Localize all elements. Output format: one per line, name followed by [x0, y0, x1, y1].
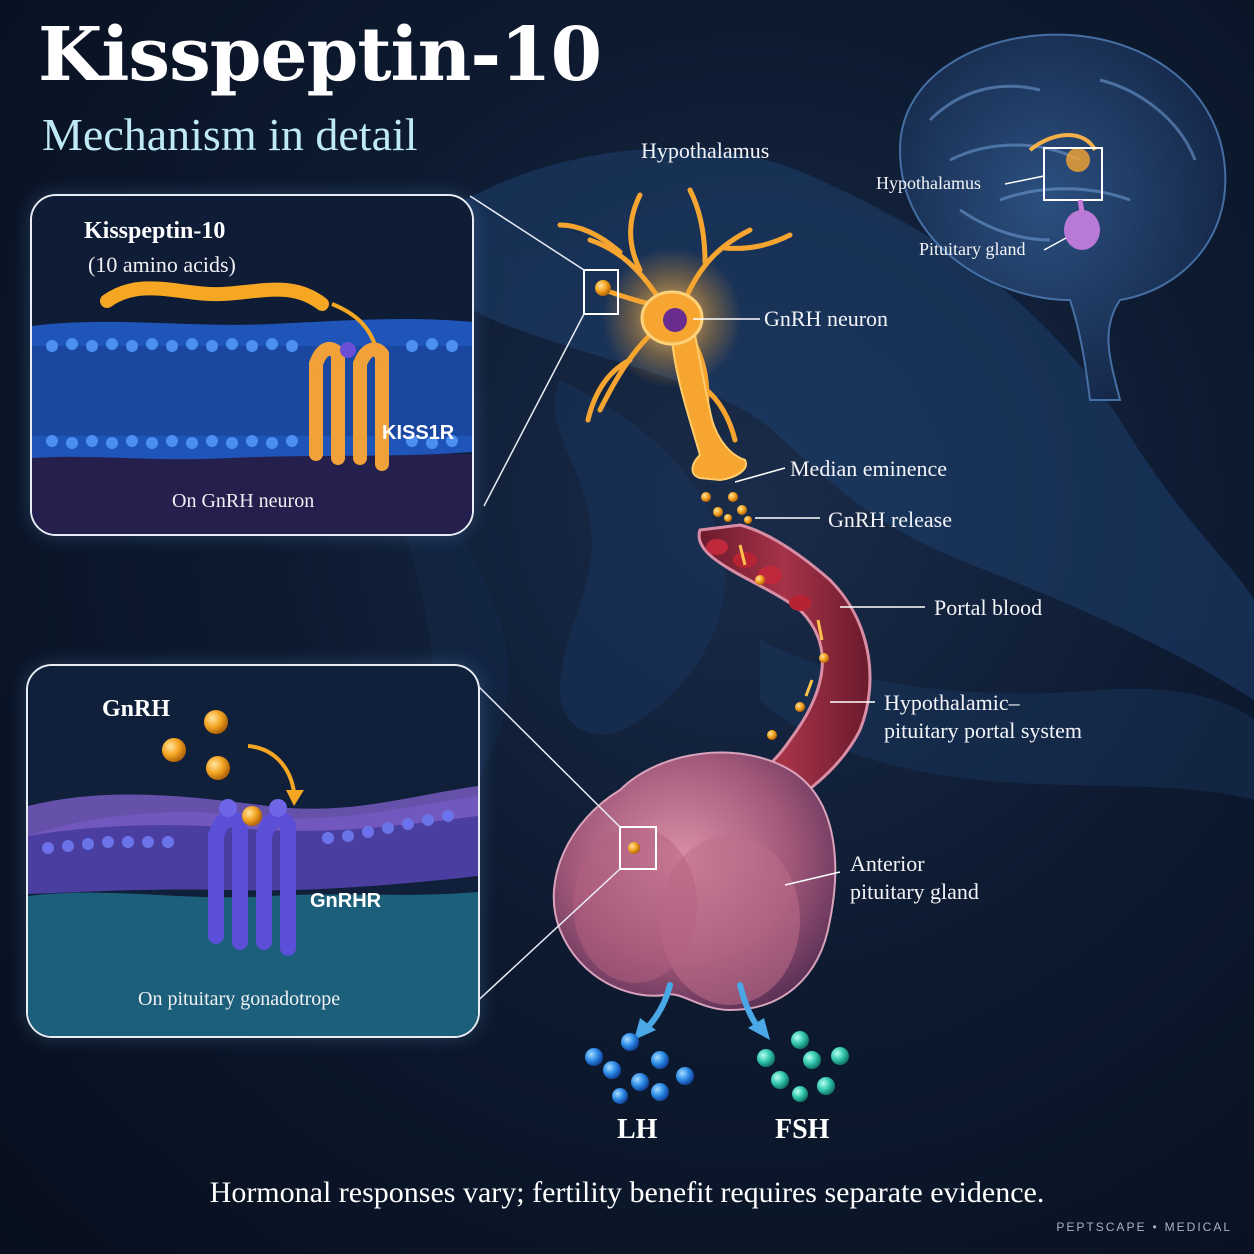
lh-particles [585, 1033, 694, 1104]
label-gnrh-neuron: GnRH neuron [764, 306, 889, 331]
page-subtitle: Mechanism in detail [42, 109, 418, 160]
label-portal-system-line1: Hypothalamic– [884, 690, 1020, 715]
gnrh-release-particles [701, 492, 752, 524]
label-median-eminence: Median eminence [790, 456, 947, 481]
gnrhr-label: GnRHR [310, 890, 382, 912]
portal-vessel [697, 523, 872, 822]
label-portal-blood: Portal blood [934, 595, 1043, 620]
inset-bottom-caption: On pituitary gonadotrope [138, 988, 341, 1010]
fsh-particles [757, 1031, 849, 1102]
label-gnrh-release: GnRH release [828, 507, 953, 532]
gnrh-neuron [557, 187, 793, 482]
inset-top-title: Kisspeptin-10 [84, 218, 226, 244]
inset-gnrh-binding: GnRH GnRHR On pituitary gonadotrope [26, 664, 480, 1038]
page-title: Kisspeptin-10 [38, 12, 602, 98]
inset-kisspeptin-illustration [32, 196, 472, 534]
anterior-pituitary [552, 751, 837, 1012]
label-fsh: FSH [775, 1114, 830, 1145]
inset-top-caption: On GnRH neuron [172, 490, 315, 512]
brain-illustration [898, 33, 1227, 401]
brand-mark: PEPTSCAPE • MEDICAL [1056, 1220, 1232, 1234]
label-anterior-line1: Anterior [850, 851, 925, 876]
inset-bottom-title: GnRH [102, 696, 171, 722]
label-hypothalamus: Hypothalamus [641, 138, 770, 163]
label-lh: LH [617, 1114, 658, 1145]
label-brain-hypothalamus: Hypothalamus [876, 173, 981, 193]
label-brain-pituitary: Pituitary gland [919, 239, 1026, 259]
label-anterior-line2: pituitary gland [850, 879, 979, 904]
brand-left: PEPTSCAPE [1056, 1220, 1147, 1234]
inset-top-subtitle: (10 amino acids) [88, 252, 236, 277]
leader-lines [693, 318, 925, 886]
kiss1r-label: KISS1R [382, 422, 455, 444]
label-portal-system-line2: pituitary portal system [884, 718, 1082, 743]
inset-gnrh-illustration [28, 666, 478, 1036]
brand-right: MEDICAL [1164, 1220, 1232, 1234]
footer-disclaimer: Hormonal responses vary; fertility benef… [209, 1176, 1045, 1209]
brand-separator: • [1152, 1220, 1159, 1234]
inset-kisspeptin-binding: Kisspeptin-10 (10 amino acids) KISS1R On… [30, 194, 474, 536]
